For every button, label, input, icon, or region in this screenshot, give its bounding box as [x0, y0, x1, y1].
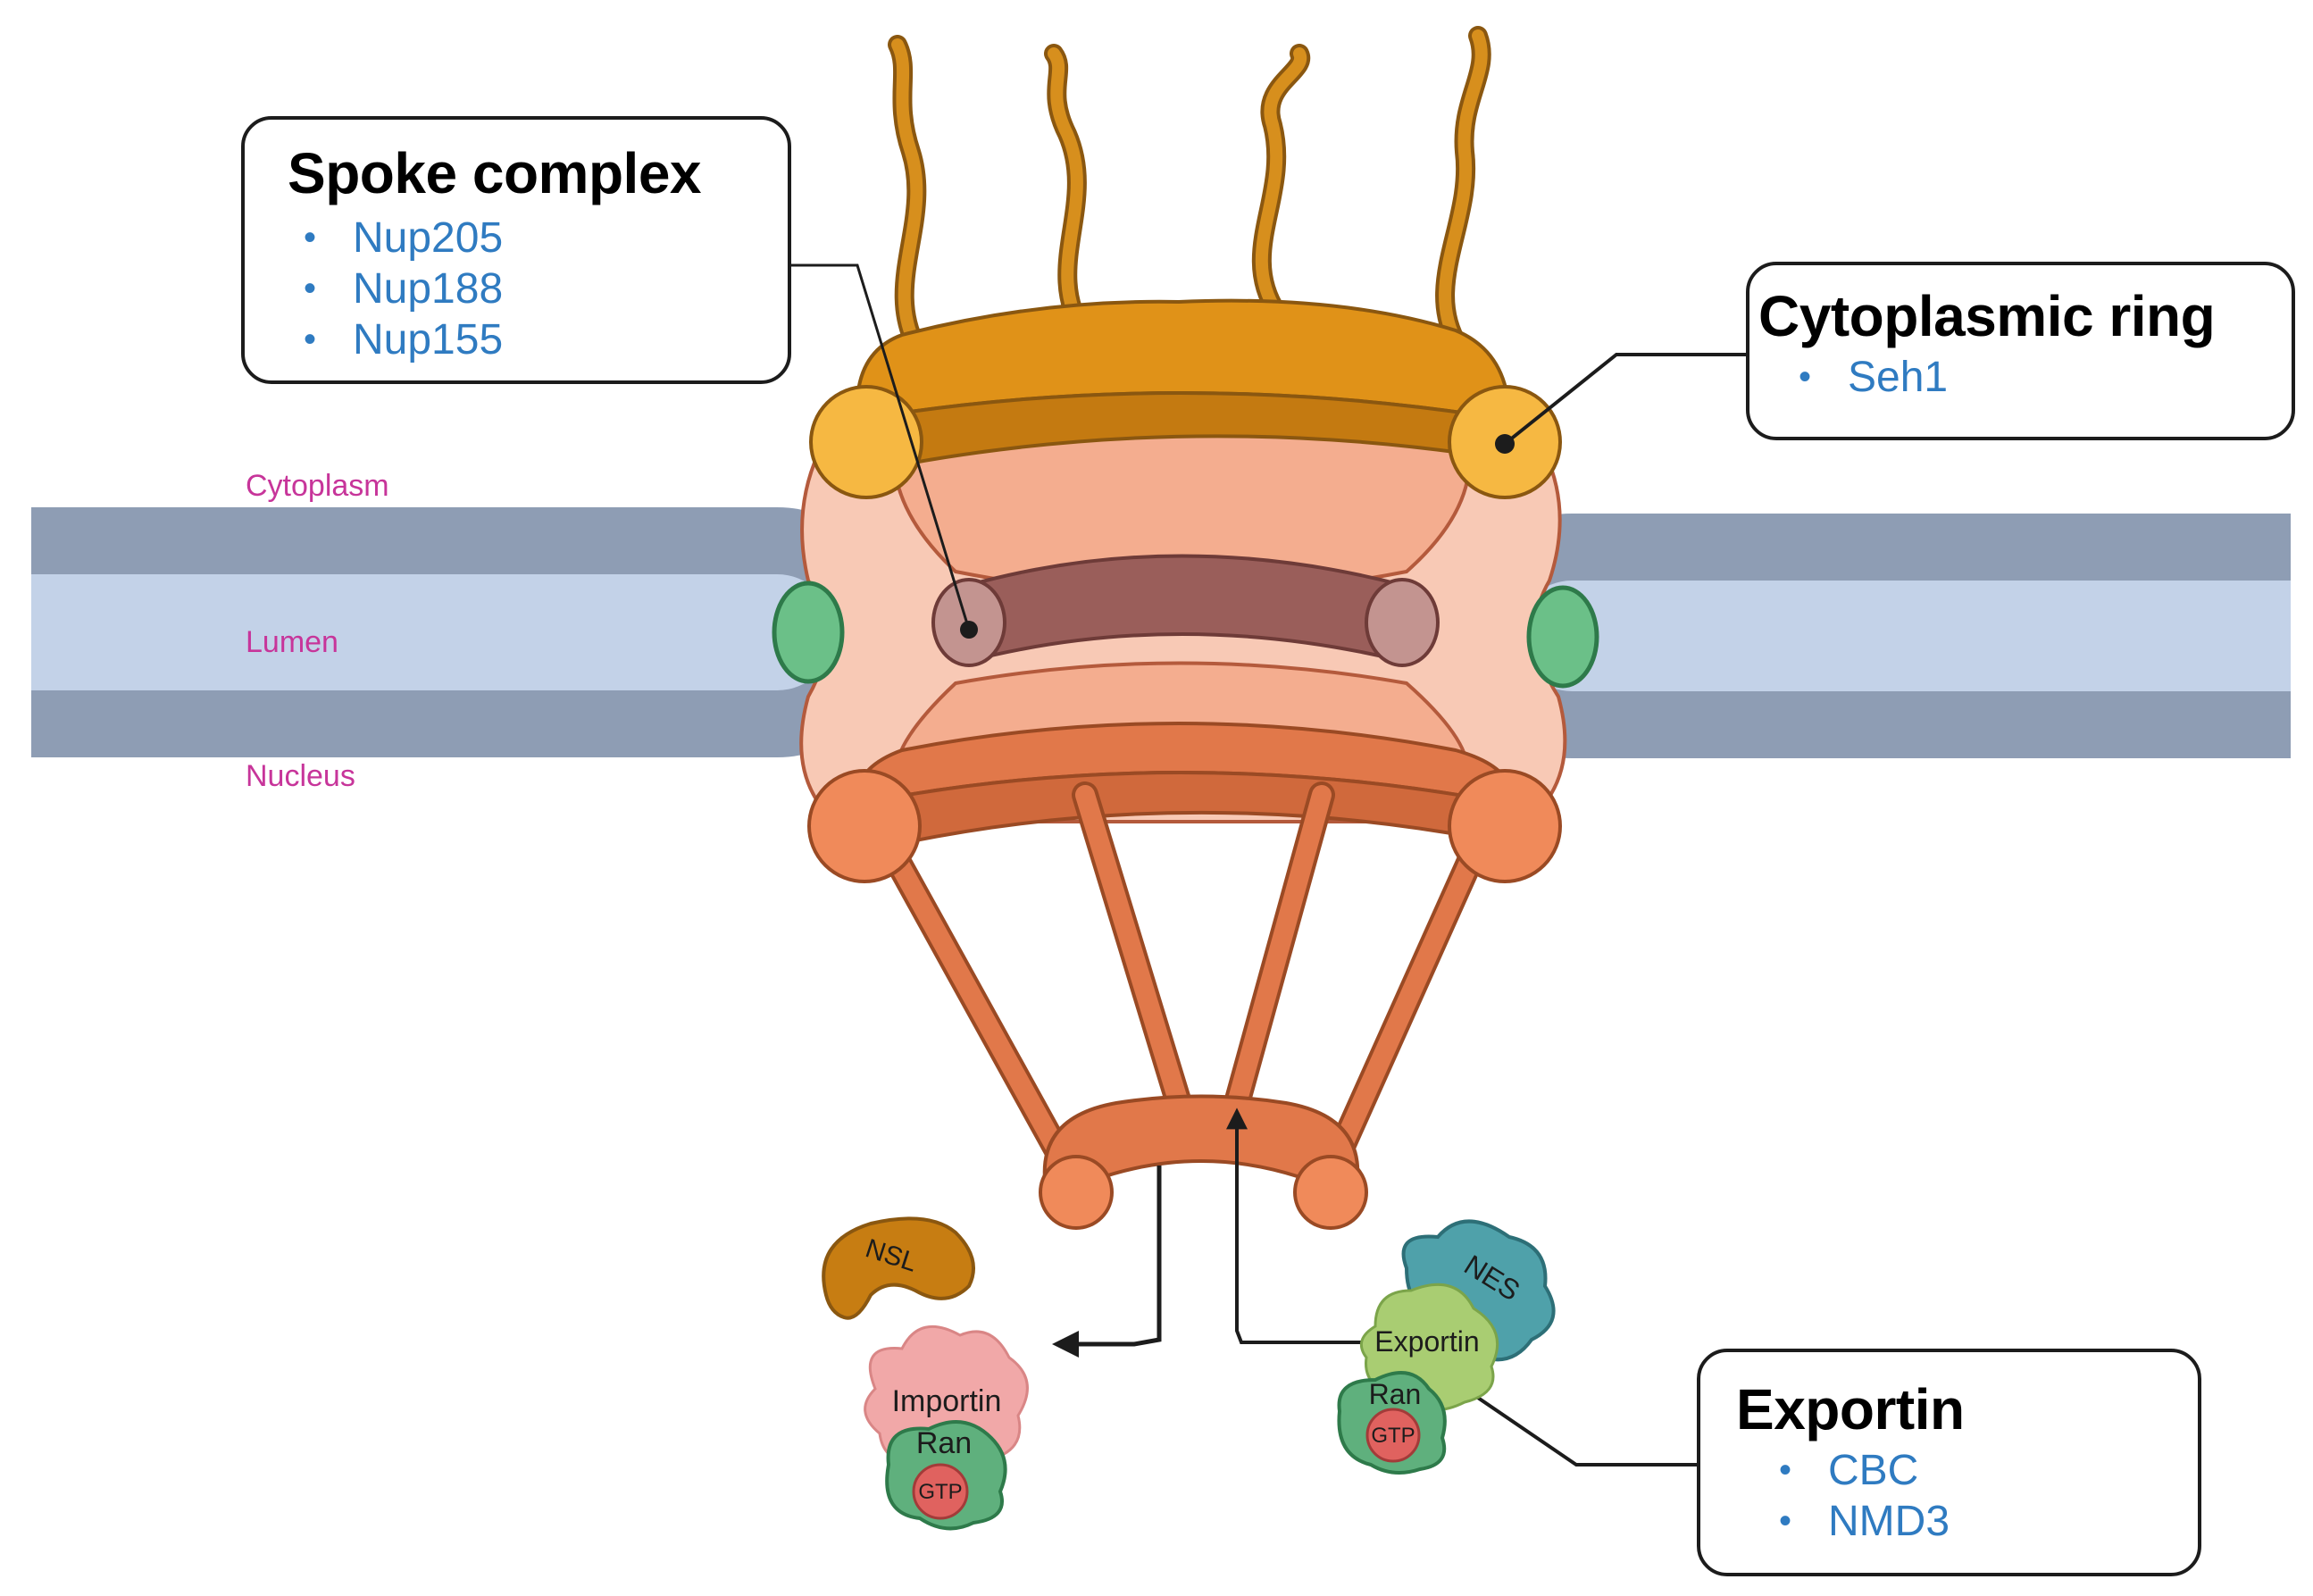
exportin-callout: Exportin •CBC •NMD3 — [1697, 1349, 2201, 1576]
spoke-tube-end-right — [1365, 578, 1440, 667]
arrow-left-icon — [1052, 1166, 1162, 1358]
nsl-cargo-shape — [822, 1216, 975, 1320]
cytoplasmic-ring-leader — [1503, 353, 1746, 446]
list-item: •Nup205 — [304, 214, 504, 262]
cytoplasmic-ring-list: •Seh1 — [1799, 352, 2292, 403]
spoke-complex-callout: Spoke complex •Nup205 •Nup188 •Nup155 — [241, 116, 791, 384]
nuclear-envelope-left — [31, 507, 902, 757]
region-label-cytoplasm: Cytoplasm — [246, 469, 389, 503]
list-item: •Nup155 — [304, 316, 504, 363]
transmembrane-protein-right — [1526, 585, 1599, 689]
exportin-leader — [1454, 1381, 1697, 1466]
region-label-nucleus: Nucleus — [246, 759, 355, 793]
cytoplasmic-ring-knob-left — [809, 385, 923, 499]
nuclear-ring-knob-left — [807, 769, 922, 883]
cytoplasmic-filaments — [888, 26, 1491, 363]
list-item: •NMD3 — [1779, 1498, 1950, 1545]
importin-label: Importin — [892, 1384, 1002, 1418]
arrow-up-icon — [1226, 1107, 1380, 1344]
exportin-ran-label: Ran — [1369, 1378, 1422, 1410]
importin-ran-label: Ran — [916, 1426, 972, 1460]
list-item: •Seh1 — [1799, 354, 1949, 401]
list-item: •CBC — [1779, 1447, 1919, 1494]
spoke-complex-title: Spoke complex — [288, 141, 702, 205]
basket-distal-ring-end-left — [1039, 1155, 1114, 1230]
nuclear-ring-knob-right — [1448, 769, 1562, 883]
transmembrane-protein-left — [772, 581, 845, 684]
basket-distal-ring — [1042, 1094, 1360, 1199]
importin-gtp-shape — [912, 1463, 969, 1520]
spoke-complex-leader-dot — [960, 621, 978, 639]
cytoplasmic-ring-callout: Cytoplasmic ring •Seh1 — [1746, 262, 2295, 440]
basket-distal-ring-end-right — [1293, 1155, 1368, 1230]
exportin-label: Exportin — [1374, 1325, 1479, 1358]
exportin-list: •CBC •NMD3 — [1779, 1445, 2198, 1547]
cytoplasmic-ring-title: Cytoplasmic ring — [1758, 284, 2216, 348]
exportin-title: Exportin — [1736, 1377, 1965, 1441]
importin-gtp-label: GTP — [918, 1480, 962, 1504]
list-item: •Nup188 — [304, 265, 504, 313]
region-label-lumen: Lumen — [246, 625, 338, 659]
exportin-gtp-label: GTP — [1371, 1424, 1415, 1448]
nuclear-basket-legs — [880, 781, 1487, 1166]
nuclear-envelope-right — [1449, 514, 2291, 758]
cytoplasmic-ring-leader-dot — [1495, 434, 1515, 454]
spoke-complex-leader — [790, 263, 971, 631]
spoke-complex-list: •Nup205 •Nup188 •Nup155 — [304, 213, 788, 365]
exportin-gtp-shape — [1365, 1408, 1421, 1463]
